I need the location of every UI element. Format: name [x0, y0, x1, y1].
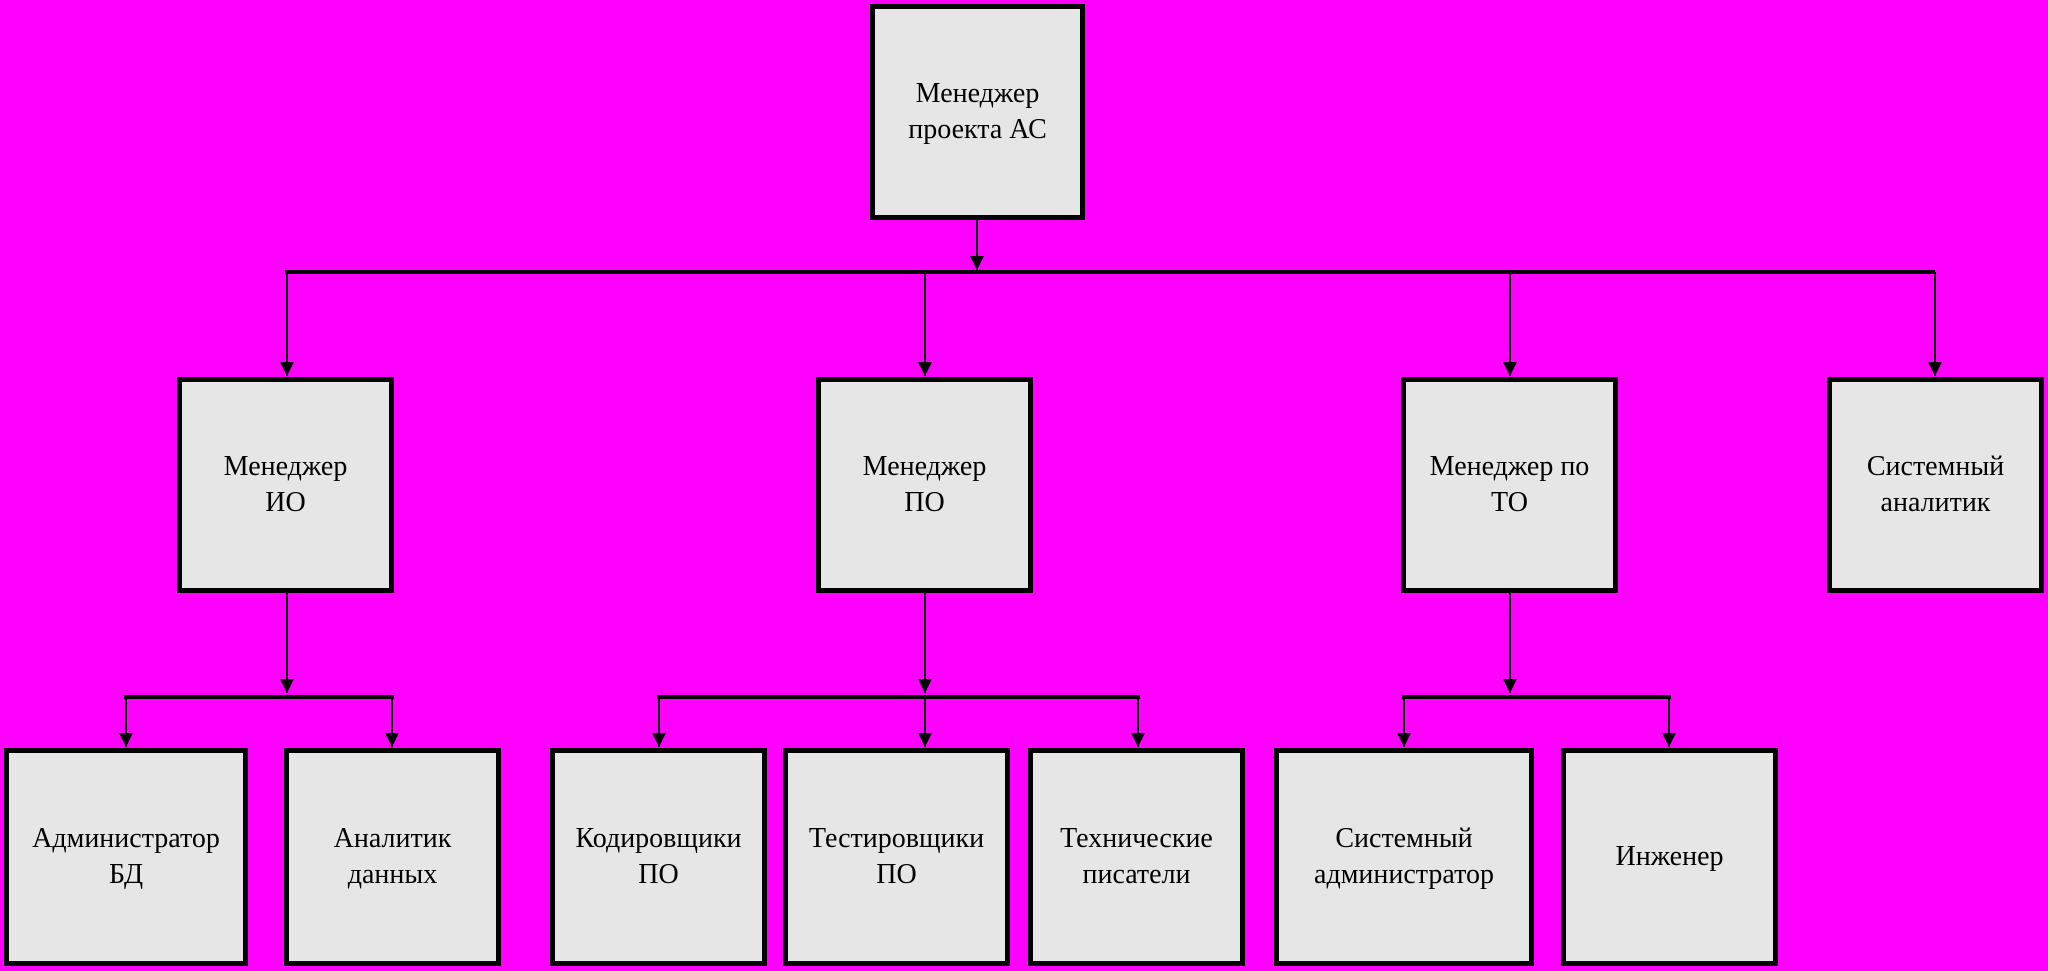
edge-group-manager-to	[1397, 593, 1676, 747]
node-label: Тестировщики ПО	[808, 823, 985, 890]
node-manager-po: Менеджер ПО	[816, 377, 1033, 593]
node-project-manager: Менеджер проекта АС	[870, 4, 1085, 220]
node-label: Технические писатели	[1060, 823, 1213, 890]
node-coders: Кодировщики ПО	[550, 748, 767, 966]
node-label: Менеджер ИО	[223, 451, 348, 518]
node-label: Менеджер по ТО	[1429, 451, 1590, 518]
node-system-analyst: Системный аналитик	[1827, 377, 2044, 593]
node-label: Менеджер ПО	[862, 451, 987, 518]
node-manager-io: Менеджер ИО	[177, 377, 394, 593]
node-label: Администратор БД	[32, 823, 220, 890]
edge-group-manager-io	[119, 593, 399, 747]
node-engineer: Инженер	[1561, 748, 1778, 966]
node-label: Менеджер проекта АС	[908, 78, 1047, 145]
node-label: Системный администратор	[1314, 823, 1494, 890]
node-label: Инженер	[1615, 841, 1724, 872]
node-tech-writers: Технические писатели	[1028, 748, 1245, 966]
edge-group-manager-po	[652, 593, 1145, 747]
node-testers: Тестировщики ПО	[783, 748, 1010, 966]
node-sys-admin: Системный администратор	[1274, 748, 1534, 966]
node-manager-to: Менеджер по ТО	[1401, 377, 1618, 593]
node-data-analyst: Аналитик данных	[284, 748, 501, 966]
node-label: Системный аналитик	[1866, 451, 2005, 518]
node-label: Аналитик данных	[333, 823, 452, 890]
edge-group-root	[280, 220, 1942, 376]
node-label: Кодировщики ПО	[575, 823, 742, 890]
node-db-admin: Администратор БД	[4, 748, 248, 966]
